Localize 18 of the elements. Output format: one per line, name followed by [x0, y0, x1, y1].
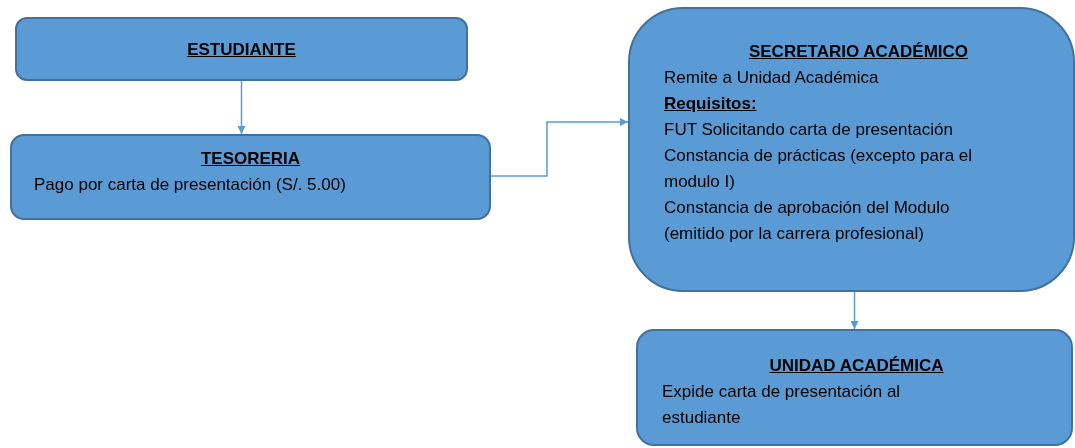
arrow	[850, 291, 859, 330]
arrow	[237, 80, 246, 135]
subheading: Requisitos:	[664, 93, 757, 115]
box-heading: SECRETARIO ACADÉMICO	[747, 41, 970, 63]
box-text: FUT Solicitando carta de presentación	[664, 119, 953, 141]
box-text: Pago por carta de presentación (S/. 5.00)	[34, 174, 346, 196]
process-box	[636, 329, 1073, 446]
box-heading: ESTUDIANTE	[186, 39, 297, 61]
box-text: Expide carta de presentación al estudiante	[662, 381, 902, 429]
box-text: Remite a Unidad Académica	[664, 67, 879, 89]
box-heading: UNIDAD ACADÉMICA	[768, 355, 945, 377]
process-box	[628, 7, 1075, 292]
arrow	[490, 118, 629, 177]
process-box	[15, 17, 468, 81]
box-text: Constancia de aprobación del Modulo (emitido por la carrera profesional)	[664, 197, 951, 245]
process-box	[10, 134, 491, 220]
box-text: Constancia de prácticas (excepto para el modulo I)	[664, 145, 974, 193]
box-heading: TESORERIA	[199, 148, 302, 170]
